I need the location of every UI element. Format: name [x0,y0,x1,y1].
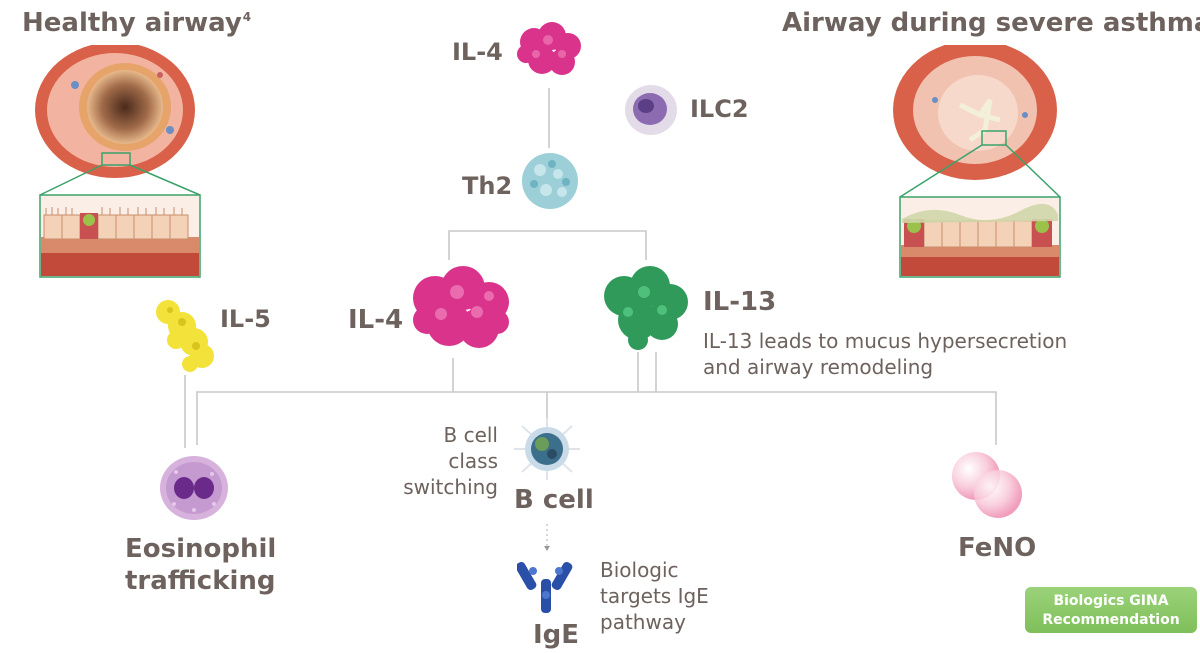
il5-protein-icon [156,300,214,372]
il4-protein-large-icon [413,266,509,348]
gina-button-line2: Recommendation [1042,612,1180,628]
il13-label: IL-13 [703,287,777,317]
severe-asthma-airway-illustration [893,45,1061,278]
il13-note: IL-13 leads to mucus hypersecretion and … [703,329,1068,379]
downstream-bus-connector [196,391,997,445]
il4-protein-icon [517,22,581,75]
th2-label: Th2 [462,172,513,200]
feno-bubbles-icon [952,452,1022,518]
ilc2-label: ILC2 [690,95,749,123]
il5-label: IL-5 [220,305,271,333]
healthy-airway-illustration [35,45,201,278]
biologics-gina-recommendation-button[interactable]: Biologics GINA Recommendation [1025,587,1197,633]
b-cell-label: B cell [514,485,594,515]
gina-button-line1: Biologics GINA [1053,593,1169,609]
il4-top-label: IL-4 [452,38,503,66]
th2-cell-icon [522,153,578,209]
il13-protein-icon [604,266,688,350]
il4-mid-label: IL-4 [348,305,404,335]
healthy-airway-title: Healthy airway4 [22,8,252,38]
b-cell-class-switching-note: B cell class switching [403,423,498,499]
ige-biologic-note: Biologic targets IgE pathway [600,558,709,634]
bcell-ige-arrowhead [544,546,550,551]
severe-asthma-airway-title: Airway during severe asthma4 [782,8,1200,38]
ige-antibody-icon [517,561,573,613]
feno-label: FeNO [958,533,1037,563]
eosinophil-cell-icon [160,456,228,520]
b-cell-icon [514,418,580,480]
eosinophil-trafficking-label: Eosinophil trafficking [125,534,277,596]
th2-branch-connector [448,230,647,260]
ilc2-cell-icon [625,85,677,135]
ige-label: IgE [533,620,580,650]
